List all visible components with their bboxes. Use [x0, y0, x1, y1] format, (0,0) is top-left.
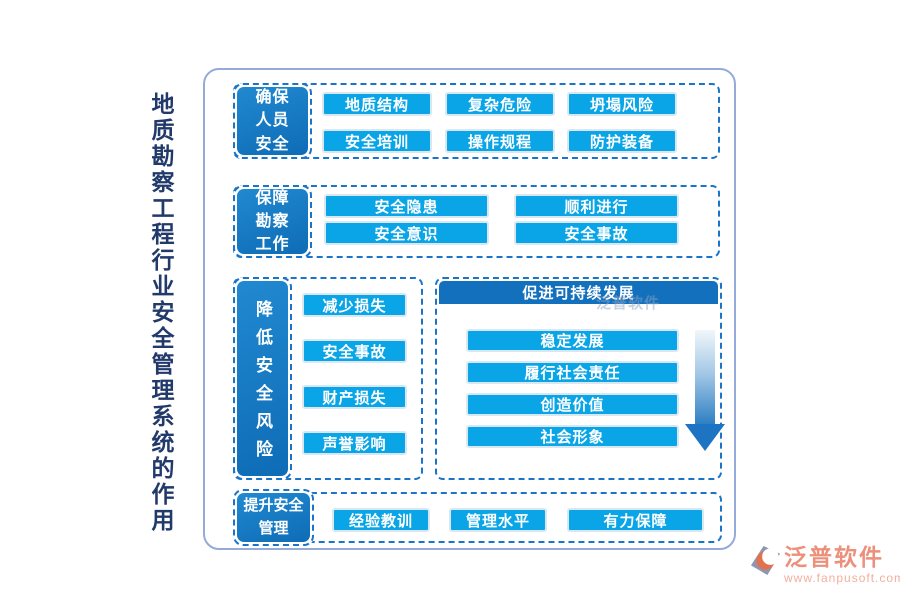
section5-button-2[interactable]: 有力保障	[567, 508, 704, 532]
section3-button-0[interactable]: 减少损失	[302, 293, 407, 317]
section-reduce-safety-risk: 降低安全风险 减少损失 安全事故 财产损失 声誉影响	[233, 277, 423, 480]
section1-button-4[interactable]: 操作规程	[445, 129, 555, 153]
section2-button-1[interactable]: 顺利进行	[514, 194, 679, 218]
section-ensure-personnel-safety: 确保 人员 安全 地质结构 复杂危险 坍塌风险 安全培训 操作规程 防护装备	[233, 83, 720, 159]
panel-item-1[interactable]: 履行社会责任	[466, 361, 679, 384]
section1-button-0[interactable]: 地质结构	[322, 92, 432, 116]
section5-label: 提升安全 管理	[237, 493, 310, 542]
page-title: 地质勘察工程行业安全管理系统的作用	[148, 92, 174, 534]
fanpusoft-logo[interactable]: 泛普软件 www.fanpusoft.com	[750, 544, 900, 586]
section1-label-block: 确保 人员 安全	[233, 83, 312, 159]
section5-label-block: 提升安全 管理	[233, 489, 314, 546]
section1-label: 确保 人员 安全	[237, 87, 308, 155]
fanpusoft-logo-icon	[750, 545, 781, 581]
watermark: 泛普软件	[596, 295, 661, 312]
section-safeguard-survey-work: 保障 勘察 工作 安全隐患 顺利进行 安全意识 安全事故	[233, 185, 720, 258]
section3-button-2[interactable]: 财产损失	[302, 385, 407, 409]
section1-button-5[interactable]: 防护装备	[567, 129, 677, 153]
section2-button-2[interactable]: 安全意识	[324, 221, 489, 245]
section5-button-0[interactable]: 经验教训	[332, 508, 430, 532]
section1-button-3[interactable]: 安全培训	[322, 129, 432, 153]
section5-button-1[interactable]: 管理水平	[449, 508, 547, 532]
panel-item-0[interactable]: 稳定发展	[466, 329, 679, 352]
section3-button-3[interactable]: 声誉影响	[302, 431, 407, 455]
logo-url: www.fanpusoft.com	[784, 571, 900, 586]
section2-button-0[interactable]: 安全隐患	[324, 194, 489, 218]
panel-header: 促进可持续发展	[439, 281, 718, 304]
logo-text: 泛普软件	[784, 544, 884, 570]
section3-button-1[interactable]: 安全事故	[302, 339, 407, 363]
section3-label-block: 降低安全风险	[233, 277, 292, 480]
section1-button-1[interactable]: 复杂危险	[445, 92, 555, 116]
section-improve-safety-management: 提升安全 管理 经验教训 管理水平 有力保障	[233, 489, 722, 546]
outer-frame	[203, 68, 736, 550]
panel-item-3[interactable]: 社会形象	[466, 425, 679, 448]
section2-label: 保障 勘察 工作	[237, 189, 308, 254]
section1-button-2[interactable]: 坍塌风险	[567, 92, 677, 116]
section2-button-3[interactable]: 安全事故	[514, 221, 679, 245]
down-arrow-icon	[685, 330, 725, 451]
panel-sustainable-development: 促进可持续发展 稳定发展 履行社会责任 创造价值 社会形象	[435, 277, 725, 480]
section3-label: 降低安全风险	[237, 281, 288, 476]
panel-item-2[interactable]: 创造价值	[466, 393, 679, 416]
section2-label-block: 保障 勘察 工作	[233, 185, 312, 258]
